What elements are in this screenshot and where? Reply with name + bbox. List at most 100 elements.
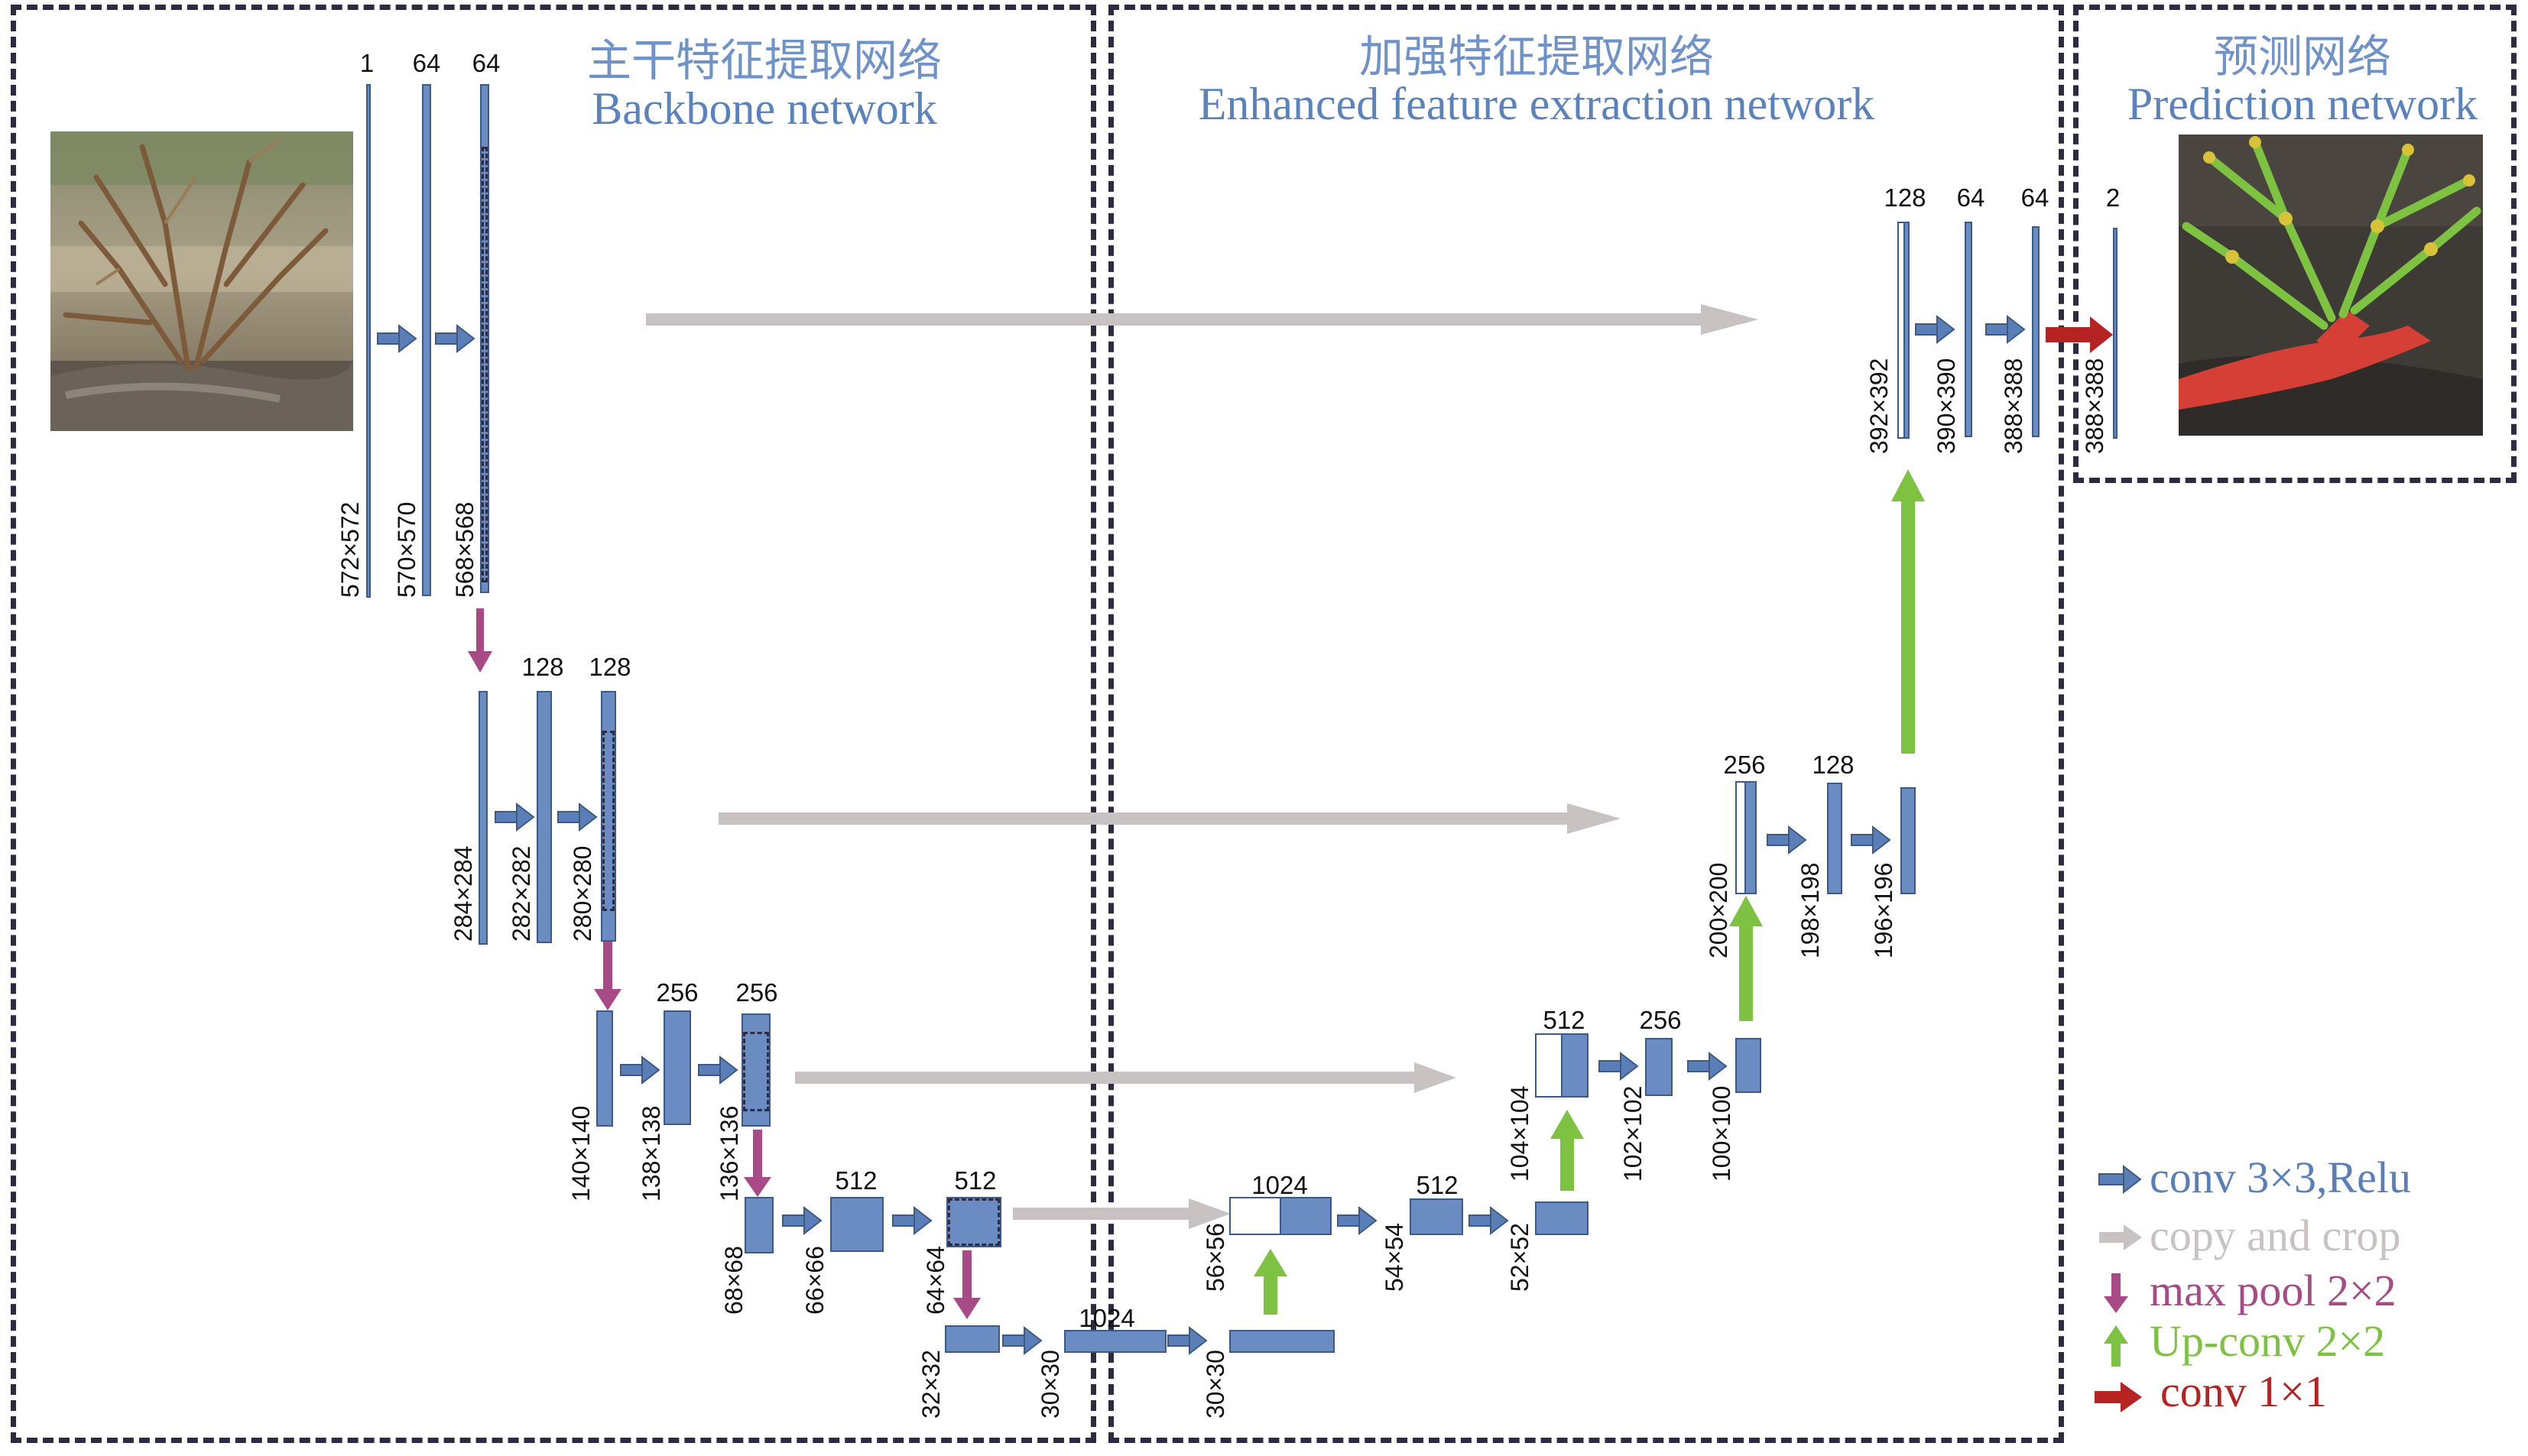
- featuremap-56: [1280, 1197, 1332, 1235]
- channel-label: 256: [1723, 751, 1766, 779]
- conv-arrow: [377, 323, 417, 354]
- featuremap-104: [1561, 1033, 1589, 1098]
- featuremap-388: [2032, 226, 2040, 437]
- featuremap-136: [742, 1013, 771, 1127]
- dim-label: 392×392: [1865, 358, 1893, 454]
- conv-arrow: [1851, 825, 1891, 855]
- dim-label: 66×66: [801, 1246, 829, 1315]
- conv-arrow: [1468, 1205, 1509, 1236]
- dim-label: 138×138: [638, 1105, 665, 1201]
- conv-arrow: [620, 1055, 660, 1085]
- featuremap-568: [480, 84, 489, 593]
- upconv-arrow-4: [1891, 469, 1925, 754]
- featuremap-52: [1535, 1201, 1589, 1235]
- dim-label: 32×32: [917, 1350, 945, 1419]
- dim-label: 388×388: [2081, 358, 2108, 454]
- dim-label: 140×140: [567, 1105, 595, 1201]
- featuremap-68: [745, 1197, 774, 1253]
- featuremap-280: [601, 691, 616, 942]
- dim-label: 568×568: [451, 501, 479, 598]
- dim-label: 388×388: [2000, 358, 2027, 454]
- featuremap-64: [946, 1197, 1001, 1247]
- output-image: [2179, 135, 2483, 436]
- channel-label: 128: [1812, 751, 1855, 779]
- conv-arrow: [1687, 1051, 1728, 1081]
- enhanced-title-cn: 加强特征提取网络: [1358, 31, 1715, 83]
- backbone-title-en: Backbone network: [592, 83, 937, 134]
- backbone-title-cn: 主干特征提取网络: [586, 34, 943, 86]
- conv-arrow: [1598, 1051, 1639, 1081]
- dim-label: 30×30: [1202, 1350, 1229, 1419]
- conv-arrow: [698, 1055, 738, 1085]
- prediction-title-en: Prediction network: [2127, 79, 2478, 129]
- backbone-region: [11, 5, 1096, 1443]
- dim-label: 136×136: [716, 1105, 743, 1201]
- upconv-arrow-2: [1550, 1110, 1584, 1191]
- dim-label: 56×56: [1202, 1223, 1229, 1292]
- legend-conv-label: conv 3×3,Relu: [2150, 1153, 2411, 1202]
- featuremap-140: [596, 1010, 613, 1127]
- channel-label: 64: [2020, 183, 2049, 212]
- dim-label: 102×102: [1619, 1085, 1647, 1182]
- conv-arrow: [557, 802, 598, 832]
- conv1x1-arrow: [2046, 316, 2113, 353]
- conv-arrow: [435, 323, 475, 354]
- conv-arrow: [892, 1205, 933, 1236]
- channel-label: 64: [412, 49, 441, 77]
- channel-label: 512: [954, 1166, 997, 1195]
- dim-label: 390×390: [1933, 358, 1960, 454]
- featuremap-284: [479, 691, 488, 945]
- maxpool-arrow-1: [468, 608, 492, 673]
- dim-label: 284×284: [449, 845, 477, 942]
- channel-label: 256: [1639, 1006, 1682, 1034]
- featuremap-56-crop: [1229, 1197, 1283, 1235]
- conv-arrow: [1002, 1325, 1043, 1356]
- copy-crop-arrow-1: [646, 304, 1758, 335]
- legend-copy-label: copy and crop: [2150, 1211, 2401, 1260]
- channel-label: 512: [1416, 1171, 1459, 1199]
- channel-label: 128: [1884, 183, 1926, 212]
- legend-arrows: [2095, 1164, 2142, 1412]
- channel-label: 512: [1543, 1006, 1585, 1034]
- featuremap-196: [1900, 787, 1916, 894]
- channel-label: 64: [1956, 183, 1985, 212]
- featuremap-32: [945, 1325, 1000, 1353]
- dim-label: 572×572: [336, 501, 364, 598]
- prediction-region: [2073, 5, 2517, 483]
- legend-upconv-label: Up-conv 2×2: [2150, 1316, 2386, 1366]
- maxpool-arrow-2: [594, 942, 621, 1010]
- featuremap-572: [366, 84, 371, 598]
- featuremap-66: [830, 1197, 884, 1252]
- conv-arrow: [1167, 1325, 1208, 1356]
- featuremap-198: [1827, 783, 1842, 894]
- channel-label: 128: [589, 653, 631, 681]
- featuremap-390: [1965, 222, 1972, 437]
- featuremap-200: [1744, 781, 1757, 894]
- dim-label: 200×200: [1705, 862, 1732, 958]
- channel-label: 1024: [1251, 1171, 1308, 1199]
- dim-label: 64×64: [922, 1246, 949, 1315]
- channel-label: 256: [735, 978, 778, 1007]
- input-image: [50, 131, 353, 431]
- copy-crop-arrow-2: [719, 803, 1621, 834]
- dim-label: 196×196: [1870, 862, 1897, 958]
- channel-label: 256: [656, 978, 699, 1007]
- copy-crop-arrow-3: [795, 1062, 1456, 1093]
- dim-label: 280×280: [569, 845, 596, 942]
- dim-label: 570×570: [393, 501, 420, 598]
- maxpool-arrow-3: [744, 1130, 771, 1197]
- channel-label: 128: [521, 653, 564, 681]
- dim-label: 104×104: [1506, 1085, 1533, 1182]
- upconv-arrow-1: [1254, 1249, 1287, 1315]
- conv-arrow: [1337, 1205, 1378, 1236]
- prediction-title-cn: 预测网络: [2213, 31, 2392, 83]
- channel-label: 64: [472, 49, 501, 77]
- conv-arrow: [1985, 314, 2026, 345]
- dim-label: 68×68: [720, 1246, 748, 1315]
- dim-label: 54×54: [1381, 1223, 1408, 1292]
- copy-crop-arrow-4: [1013, 1198, 1231, 1229]
- dim-label: 282×282: [508, 845, 535, 942]
- channel-label: 1024: [1079, 1304, 1135, 1332]
- dim-label: 198×198: [1796, 862, 1824, 958]
